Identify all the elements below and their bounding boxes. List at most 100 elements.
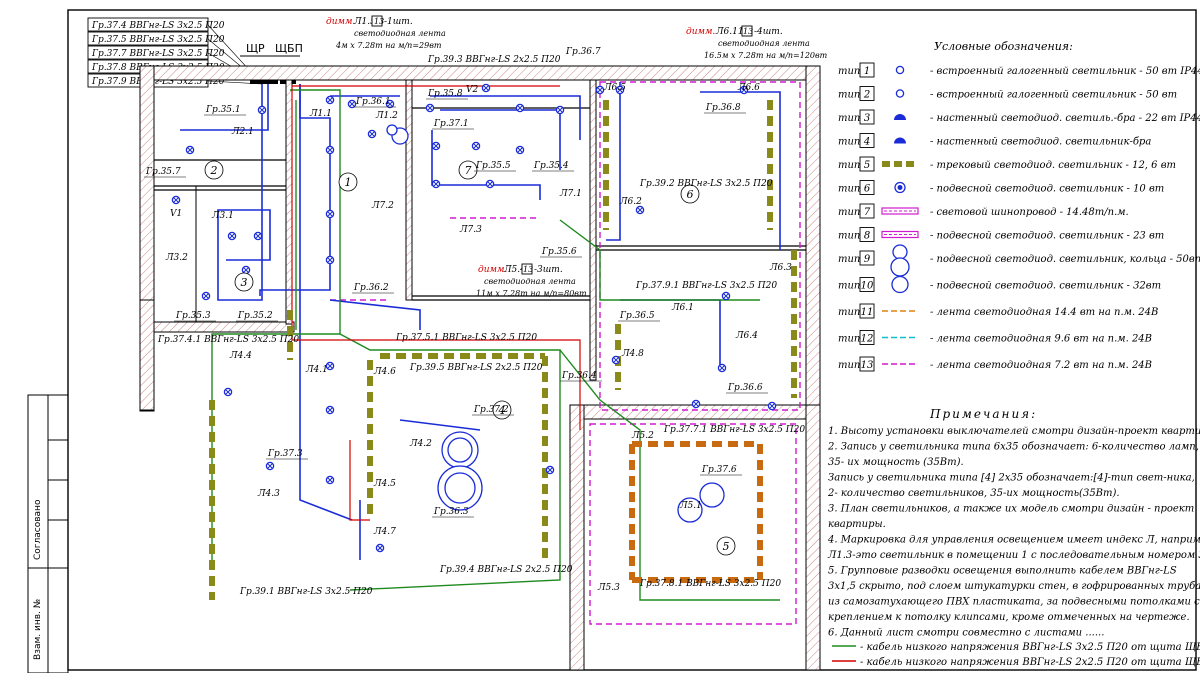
group-label: Гр.35.1: [205, 105, 241, 115]
cable-label: Гр.37.5 ВВГнг-LS 3х2.5 П20: [91, 35, 225, 45]
fixture-label: Л4.1: [305, 365, 328, 375]
legend-text: - подвесной светодиод. светильник - 23 в…: [930, 231, 1164, 242]
inv-label: Взам. инв. №: [33, 599, 43, 660]
legend-type-prefix: тип: [838, 334, 860, 345]
legend-type-number: 9: [864, 254, 871, 265]
group-label: Гр.35.3: [175, 311, 211, 321]
note-line: 3х1,5 скрыто, под слоем штукатурки стен,…: [828, 581, 1200, 592]
group-label: Гр.35.8: [427, 89, 463, 99]
fixture-symbol: [425, 103, 435, 113]
room-number: 4: [498, 404, 506, 417]
fixture-symbol: [325, 255, 335, 265]
svg-text:-4шт.: -4шт.: [754, 27, 783, 37]
group-label: Гр.36.5: [619, 311, 655, 321]
group-label: Гр.37.2: [473, 405, 509, 415]
fixture-label: Л5.2: [631, 431, 654, 441]
room-number: 2: [210, 164, 218, 177]
label-l611: Л6.11: [715, 27, 744, 37]
group-label: Гр.35.2: [237, 311, 273, 321]
cable-gr393: Гр.39.3 ВВГнг-LS 2х2.5 П20: [427, 55, 561, 65]
legend-type-prefix: тип: [838, 184, 860, 195]
svg-text:димм.: димм.: [478, 265, 507, 275]
group-label: Гр.35.7: [145, 167, 181, 177]
svg-text:-1шт.: -1шт.: [384, 17, 413, 27]
note-line: 5. Групповые разводки освещения выполнит…: [828, 566, 1177, 577]
fixture-symbol: [241, 265, 251, 275]
fixture-symbol: [325, 405, 335, 415]
room-number: 7: [465, 164, 472, 177]
fixture-label: Л4.3: [257, 489, 280, 499]
fixture-label: Л4.8: [621, 349, 644, 359]
cable-g3771: Гр.37.7.1 ВВГнг-LS 3х2.5 П20: [663, 425, 805, 435]
cable-box: [87, 31, 209, 46]
legend-type-prefix: тип: [838, 360, 860, 371]
group-label: Гр.35.5: [475, 161, 511, 171]
legend-text: - лента светодиодная 7.2 вт на п.м. 24В: [930, 360, 1152, 371]
notes: Примечания: 1. Высоту установки выключат…: [827, 407, 1200, 639]
room-number-circle: [458, 160, 478, 180]
ring-pendants: [386, 124, 725, 523]
sheet-frame: [67, 9, 1197, 671]
legend-text: - подвесной светодиод. светильник - 32вт: [930, 281, 1161, 292]
group-label: Гр.37.6: [701, 465, 737, 475]
legend-type-prefix: тип: [838, 307, 860, 318]
room-number-circle: [204, 160, 224, 180]
legend-type-number: 4: [863, 137, 870, 148]
legend-text: - световой шинопровод - 14.48т/п.м.: [930, 207, 1129, 218]
svg-text:светодиодная лента: светодиодная лента: [718, 39, 810, 48]
legend-type-prefix: тип: [838, 160, 860, 171]
svg-text:16.5м х 7.28т на м/п=120вт: 16.5м х 7.28т на м/п=120вт: [704, 51, 828, 60]
group-label: Гр.36.4: [561, 371, 597, 381]
legend-text: - подвесной светодиод. светильник - 10 в…: [930, 184, 1164, 195]
fixture-label: Л1.2: [375, 111, 398, 121]
cable-g3781: Гр.37.8.1 ВВГнг-LS 3х2.5 П20: [639, 579, 781, 589]
room-number-circle: [338, 172, 358, 192]
fixture-symbol: [485, 179, 495, 189]
group-labels: Гр.35.1Гр.35.2Гр.35.3Гр.35.4Гр.35.5Гр.35…: [144, 89, 768, 518]
group-label: Гр.37.3: [267, 449, 303, 459]
group-367: Гр.36.7: [565, 47, 601, 57]
fixture-label: Л1.1: [309, 109, 332, 119]
fixture-label: Л4.7: [373, 527, 396, 537]
fixture-symbol: [739, 85, 749, 95]
svg-text:13: 13: [743, 27, 753, 36]
legend-type-prefix: тип: [838, 66, 860, 77]
svg-text:13: 13: [523, 265, 533, 274]
legend-text: - лента светодиодная 14.4 вт на п.м. 24В: [930, 307, 1158, 318]
fixture-symbol: [595, 85, 605, 95]
fixture-symbol: [325, 209, 335, 219]
legend-type-prefix: тип: [838, 207, 860, 218]
note-line: 2. Запись у светильника типа 6х35 обозна…: [827, 442, 1199, 453]
cable-g394: Гр.39.4 ВВГнг-LS 2х2.5 П20: [439, 565, 573, 575]
fixture-symbol: [201, 291, 211, 301]
group-label: Гр.36.8: [705, 103, 741, 113]
panel-shbp-label: ЩБП: [275, 42, 303, 55]
room-number: 3: [241, 276, 248, 289]
fixture-label: Л5.3: [597, 583, 620, 593]
fixture-symbol: [481, 83, 491, 93]
cable-g395: Гр.39.5 ВВГнг-LS 2х2.5 П20: [409, 363, 543, 373]
fixture-symbol: [545, 465, 555, 475]
cable-g392: Гр.39.2 ВВГнг-LS 3х2.5 П20: [639, 179, 773, 189]
room-number-circle: [492, 400, 512, 420]
legend-text: - встроенный галогенный светильник - 50 …: [930, 66, 1200, 77]
svg-text:светодиодная лента: светодиодная лента: [484, 277, 576, 286]
legend-text: - подвесной светодиод. светильник, кольц…: [930, 254, 1200, 265]
svg-text:светодиодная лента: светодиодная лента: [354, 29, 446, 38]
legend-title: Условные обозначения:: [934, 40, 1073, 53]
fixture-symbol: [347, 99, 357, 109]
fixture-symbol: [635, 205, 645, 215]
legend-text: - настенный светодиод. светильник-бра: [930, 137, 1151, 148]
green-wiring: [211, 89, 780, 601]
room-number-circle: [716, 536, 736, 556]
cable-g391: Гр.39.1 ВВГнг-LS 3х2.5 П20: [239, 587, 373, 597]
room-number: 1: [345, 176, 352, 189]
fixture-symbol: [257, 105, 267, 115]
